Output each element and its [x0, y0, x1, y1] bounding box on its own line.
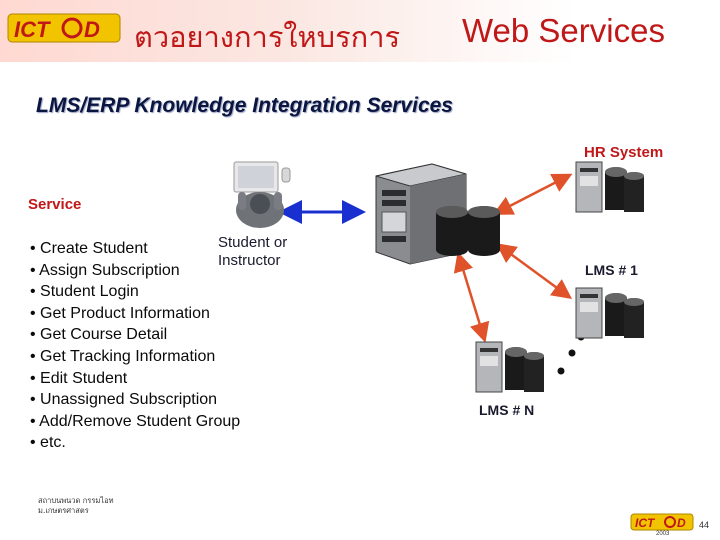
arrow-server-to-hr — [492, 173, 573, 215]
list-item: • Get Product Information — [30, 304, 210, 322]
list-item: • Student Login — [30, 283, 139, 301]
arrow-server-to-lms1 — [495, 243, 573, 299]
student-label-line1: Student or — [218, 234, 288, 251]
svg-text:D: D — [677, 516, 686, 530]
svg-text:ICT: ICT — [14, 17, 51, 42]
footer-ict-ed-logo: ICT D 2003 — [630, 513, 694, 537]
thai-title: ตวอยางการใหบรการ — [134, 20, 401, 54]
footer-org-line2: ม.เกษตรศาสตร — [38, 506, 89, 515]
hr-system-label: HR System — [584, 144, 664, 161]
list-item: • Get Tracking Information — [30, 347, 216, 365]
ellipsis-dot-2 — [568, 349, 576, 357]
footer-organization: สถาบนพนวด กรรมไอท ม.เกษตรศาสตร — [38, 496, 114, 516]
page-number: 44 — [699, 520, 710, 530]
central-server-icon — [375, 163, 500, 265]
list-item: • Unassigned Subscription — [30, 391, 218, 409]
main-heading: LMS/ERP Knowledge Integration Services — [36, 94, 453, 117]
footer-org-line1: สถาบนพนวด กรรมไอท — [38, 496, 114, 505]
list-item: • etc. — [30, 434, 66, 452]
svg-text:D: D — [84, 17, 100, 42]
list-item: • Get Course Detail — [30, 326, 168, 344]
services-list: • Create Student • Assign Subscription •… — [30, 238, 240, 454]
list-item: • Edit Student — [30, 369, 128, 387]
list-item: • Assign Subscription — [30, 261, 180, 279]
service-label: Service — [28, 196, 82, 213]
web-services-title: Web Services — [462, 12, 665, 49]
student-at-computer-icon — [233, 161, 291, 228]
list-item: • Create Student — [30, 240, 148, 257]
ict-ed-logo: ICT D — [7, 13, 121, 43]
arrow-server-to-lmsn — [453, 251, 490, 343]
svg-text:ICT: ICT — [635, 516, 656, 530]
lms-n-server-icon — [475, 341, 544, 393]
lms-1-label: LMS # 1 — [585, 262, 638, 278]
ellipsis-dot-3 — [557, 367, 565, 375]
hr-system-server-icon — [575, 161, 644, 213]
student-label-line2: Instructor — [218, 252, 281, 269]
lms-1-server-icon — [575, 287, 644, 339]
lms-n-label: LMS # N — [479, 402, 535, 418]
svg-text:2003: 2003 — [656, 531, 670, 537]
list-item: • Add/Remove Student Group — [30, 412, 241, 430]
student-or-instructor-label: Student or Instructor — [218, 234, 338, 270]
